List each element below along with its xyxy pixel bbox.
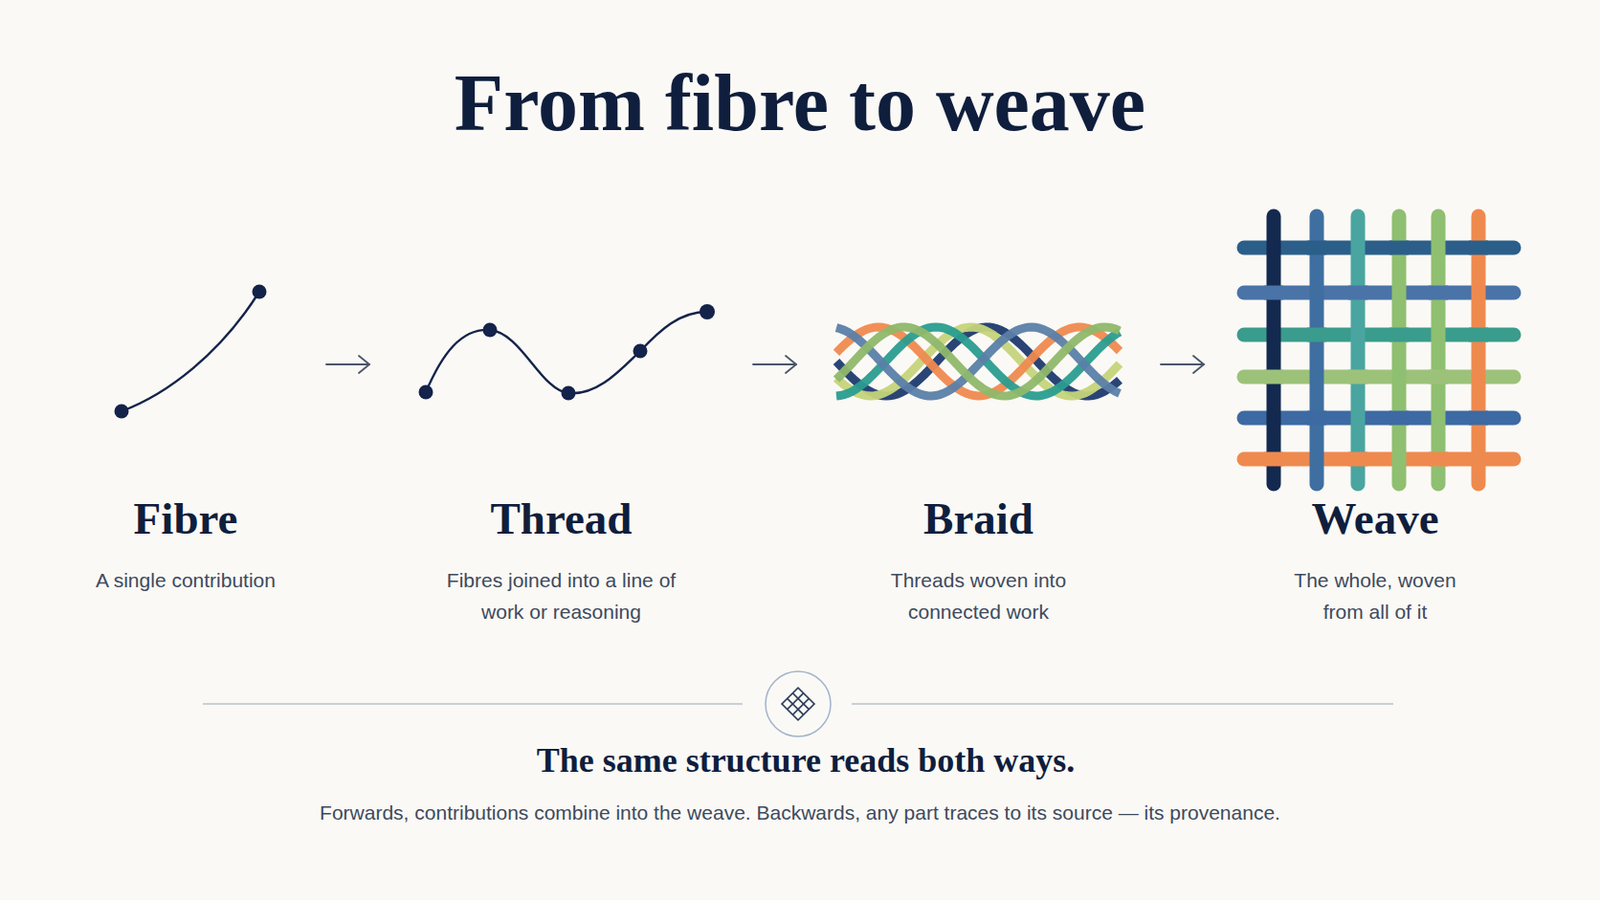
stage: Fibre A single contribution: [44, 205, 327, 597]
stage: WeaveThe whole, woven from all of it: [1203, 205, 1547, 628]
stage-description: The whole, woven from all of it: [1284, 564, 1467, 628]
stage-description: Fibres joined into a line of work or rea…: [437, 564, 687, 628]
fibre-illustration: [114, 285, 267, 420]
stage-heading: Weave: [1203, 491, 1547, 546]
stage-description: A single contribution: [61, 564, 311, 597]
note-text: Forwards, contributions combine into the…: [0, 800, 1600, 825]
braid-illustration: [836, 327, 1120, 397]
stage-heading: Thread: [369, 491, 754, 546]
flow-arrow: [1160, 355, 1204, 374]
stage-heading: Fibre: [44, 491, 327, 546]
stage-heading: Braid: [796, 491, 1161, 546]
thread-illustration: [419, 304, 716, 401]
flow-arrow: [753, 355, 797, 374]
divider: [202, 671, 1394, 737]
diagram-title: From fibre to weave: [0, 59, 1600, 148]
stage: ThreadFibres joined into a line of work …: [369, 205, 754, 628]
caption: The same structure reads both ways.: [0, 740, 1600, 782]
stage-description: Threads woven into connected work: [864, 564, 1094, 628]
weave-illustration: [1244, 216, 1514, 485]
stage: BraidThreads woven into connected work: [796, 205, 1161, 628]
flow-arrow: [326, 355, 370, 374]
